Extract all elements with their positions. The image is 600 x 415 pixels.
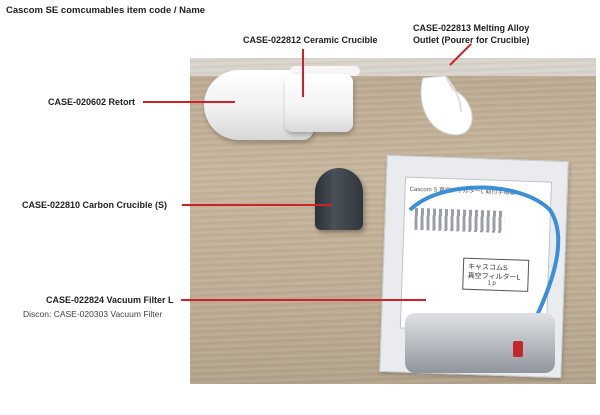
label-vacuum-filter: CASE-022824 Vacuum Filter L xyxy=(46,295,174,305)
filter-metal-part xyxy=(405,313,555,373)
callout-line-filter xyxy=(181,299,426,301)
label-outlet-line1: CASE-022813 Melting Alloy xyxy=(413,23,530,33)
label-vacuum-filter-discon: Discon: CASE-020303 Vacuum Filter xyxy=(23,309,163,319)
carbon-crucible-item xyxy=(315,168,363,230)
ceramic-crucible-rim xyxy=(290,66,360,76)
ceramic-crucible-item xyxy=(285,74,353,132)
filter-red-part xyxy=(513,341,523,357)
label-carbon-crucible: CASE-022810 Carbon Crucible (S) xyxy=(22,200,168,210)
product-photo: Cascom S 真空フィルターL 取付手順書 キャスコムS 真空フィルターL … xyxy=(190,58,596,384)
label-retort: CASE-020602 Retort xyxy=(48,97,136,107)
label-ceramic-crucible: CASE-022812 Ceramic Crucible xyxy=(243,35,378,45)
callout-line-retort xyxy=(143,101,235,103)
callout-line-carbon xyxy=(182,204,332,206)
label-outlet-line2: Outlet (Pourer for Crucible) xyxy=(413,35,530,45)
callout-line-ceramic xyxy=(302,49,304,97)
outlet-pourer-item xyxy=(420,75,473,136)
page-title: Cascom SE comcumables item code / Name xyxy=(6,5,206,16)
